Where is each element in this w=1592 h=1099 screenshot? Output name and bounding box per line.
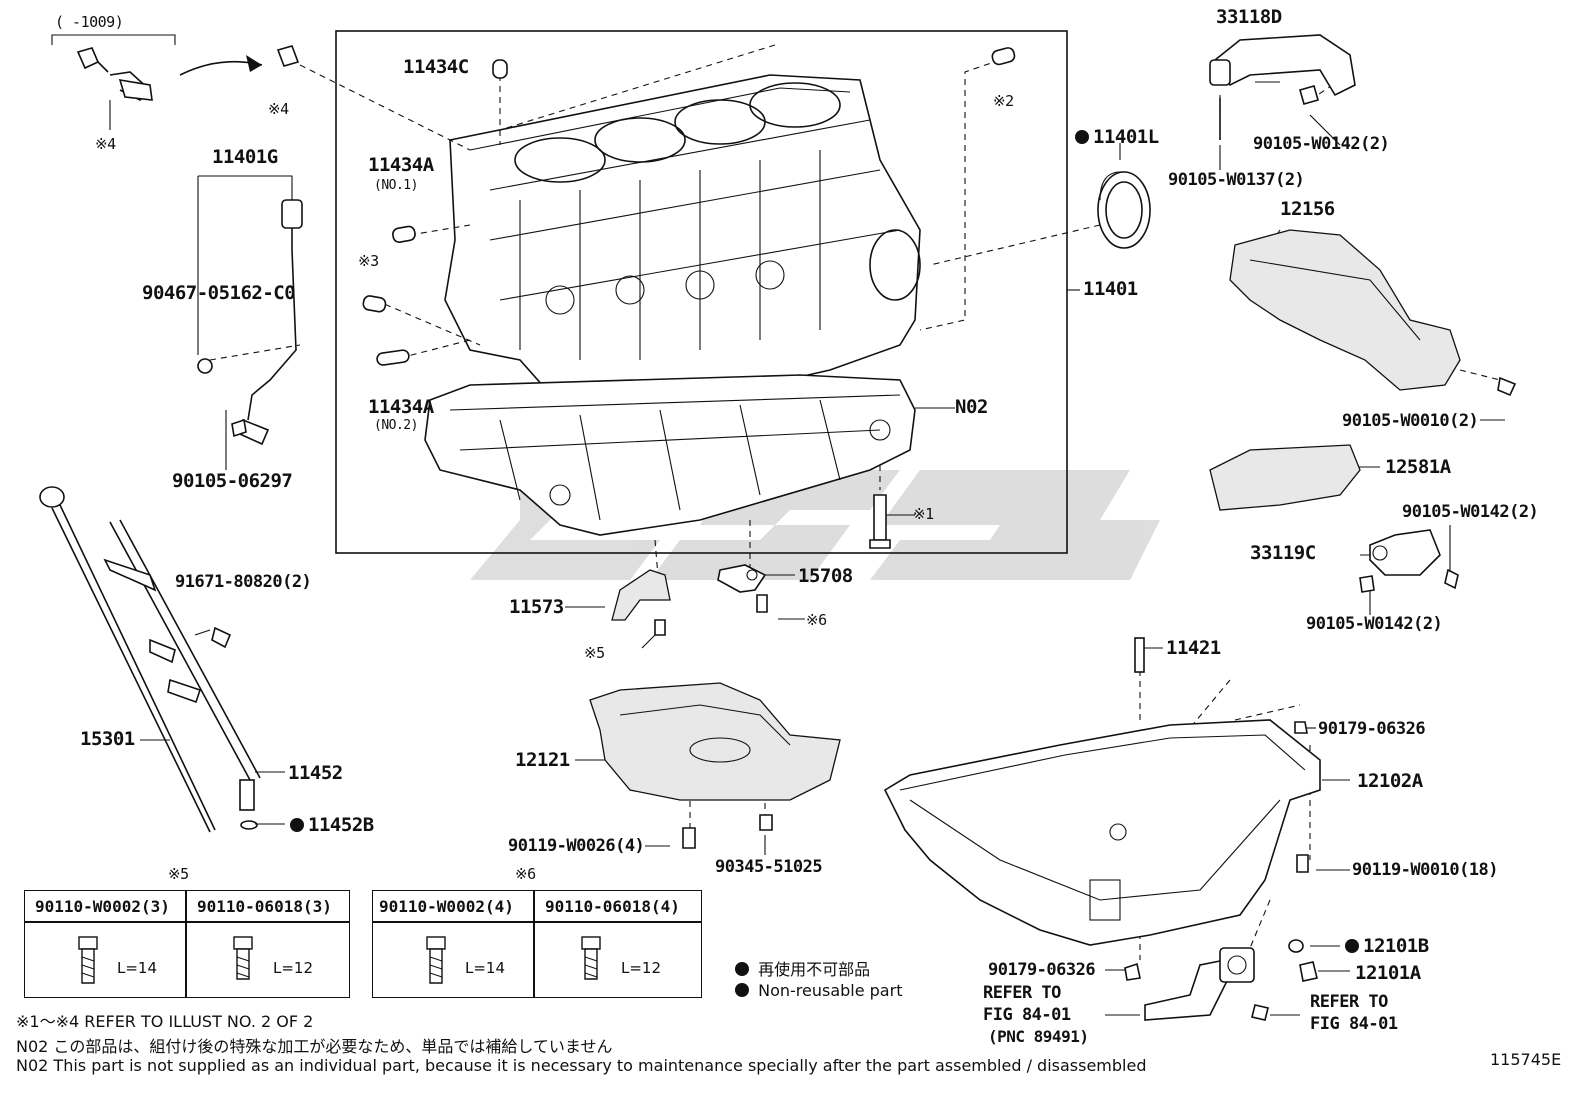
part-11401G[interactable]: 11401G [212,146,278,168]
part-90119-W0010[interactable]: 90119-W0010(18) [1352,860,1499,880]
part-11573[interactable]: 11573 [509,596,564,618]
ref3-marker: ※3 [358,252,379,270]
part-12101B-text: 12101B [1363,935,1429,957]
ref1-marker: ※1 [913,505,934,523]
part-90105-W0142-bot[interactable]: 90105-W0142(2) [1306,614,1443,634]
ref4-marker-top: ※4 [268,100,289,118]
part-12581A[interactable]: 12581A [1385,456,1451,478]
legend-jp: 再使用不可部品 [735,956,870,980]
engine-block-frame [335,30,1068,554]
small-parts [39,34,1517,1021]
part-91671-80820[interactable]: 91671-80820(2) [175,572,312,592]
part-11421[interactable]: 11421 [1166,637,1221,659]
table5-marker: ※5 [168,865,189,883]
refer-right-line2[interactable]: FIG 84-01 [1310,1014,1398,1034]
ref5-marker: ※5 [584,644,605,662]
bolt-icon [233,936,253,980]
table6-len2: L=12 [621,959,662,977]
part-11434A-no1-sub: (NO.1) [374,178,418,193]
non-reusable-dot [1345,939,1359,953]
legend-en: Non-reusable part [735,981,902,1000]
part-90345-51025[interactable]: 90345-51025 [715,857,823,877]
table6-len1: L=14 [465,959,506,977]
legend-en-text: Non-reusable part [758,981,903,1000]
arrow-head [246,55,262,72]
part-33118D[interactable]: 33118D [1216,6,1282,28]
part-90105-W0142-top[interactable]: 90105-W0142(2) [1253,134,1390,154]
part-90467-05162-C0[interactable]: 90467-05162-C0 [142,282,296,304]
refer-right-line1[interactable]: REFER TO [1310,992,1388,1012]
part-33119C[interactable]: 33119C [1250,542,1316,564]
part-11452B[interactable]: 11452B [290,814,374,836]
table6-col1-part[interactable]: 90110-W0002(4) [379,897,514,916]
part-90105-W0142-mid[interactable]: 90105-W0142(2) [1402,502,1539,522]
part-11434A-no1[interactable]: 11434A [368,154,434,176]
part-90119-W0026[interactable]: 90119-W0026(4) [508,836,645,856]
part-N02[interactable]: N02 [955,396,988,418]
part-11452[interactable]: 11452 [288,762,343,784]
part-90179-06326-top[interactable]: 90179-06326 [1318,719,1426,739]
bolt-icon [581,936,601,980]
bolt-icon [78,936,98,984]
part-12156[interactable]: 12156 [1280,198,1335,220]
figure-id: 115745E [1490,1050,1562,1069]
part-15708[interactable]: 15708 [798,565,853,587]
part-11434A-no2-sub: (NO.2) [374,418,418,433]
note-refer-illust: ※1～※4 REFER TO ILLUST NO. 2 OF 2 [16,1012,314,1031]
refer-left-line3: (PNC 89491) [988,1027,1089,1046]
bolt-icon [426,936,446,984]
part-90179-06326-bot[interactable]: 90179-06326 [988,960,1096,980]
table5-len2: L=12 [273,959,314,977]
part-11452B-text: 11452B [308,814,374,836]
part-12102A[interactable]: 12102A [1357,770,1423,792]
table5-col1-part[interactable]: 90110-W0002(3) [35,897,170,916]
part-12101A[interactable]: 12101A [1355,962,1421,984]
part-90105-W0137[interactable]: 90105-W0137(2) [1168,170,1305,190]
non-reusable-dot [735,962,749,976]
ref6-marker: ※6 [806,611,827,629]
ref4-marker-left: ※4 [95,135,116,153]
solid-leaders [51,34,1505,1016]
table6-marker: ※6 [515,865,536,883]
non-reusable-dot [735,983,749,997]
part-11401L-text: 11401L [1093,126,1159,148]
legend-jp-text: 再使用不可部品 [758,960,871,979]
part-11434C[interactable]: 11434C [403,56,469,78]
note-n02-en: N02 This part is not supplied as an indi… [16,1056,1147,1075]
note-n02-jp: N02 この部品は、組付け後の特殊な加工が必要なため、単品では補給していません [16,1037,613,1056]
range-note: ( -1009) [55,13,124,31]
ref2-marker: ※2 [993,92,1014,110]
table-ref6: 90110-W0002(4) 90110-06018(4) L=14 L=12 [372,890,702,998]
part-11401L[interactable]: 11401L [1075,126,1159,148]
table6-col2-part[interactable]: 90110-06018(4) [545,897,680,916]
refer-left-line2[interactable]: FIG 84-01 [983,1005,1071,1025]
cylinder-block-drawing [424,74,921,536]
part-15301[interactable]: 15301 [80,728,135,750]
table5-len1: L=14 [117,959,158,977]
refer-left-line1[interactable]: REFER TO [983,983,1061,1003]
table-ref5: 90110-W0002(3) 90110-06018(3) L=14 L=12 [24,890,350,998]
table5-col2-part[interactable]: 90110-06018(3) [197,897,332,916]
non-reusable-dot [290,818,304,832]
part-12101B[interactable]: 12101B [1345,935,1429,957]
part-90105-06297[interactable]: 90105-06297 [172,470,293,492]
part-11401[interactable]: 11401 [1083,278,1138,300]
non-reusable-dot [1075,130,1089,144]
part-12121[interactable]: 12121 [515,749,570,771]
part-11434A-no2[interactable]: 11434A [368,396,434,418]
part-90105-W0010[interactable]: 90105-W0010(2) [1342,411,1479,431]
